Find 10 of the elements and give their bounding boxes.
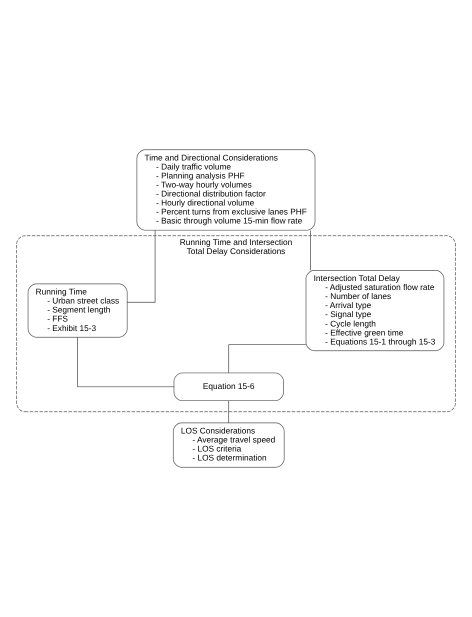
- connector: [228, 344, 306, 374]
- connector: [77, 337, 174, 388]
- connector: [126, 230, 156, 303]
- node-box: LOS Considerations - Average travel speed - LOS criteria - LOS determination: [172, 422, 285, 468]
- connector: [228, 400, 230, 424]
- node-box: Intersection Total Delay - Adjusted saturation flow rate - Number of lanes - Arrival type - Signal type - Cycle length - Effective green time - Equations 15-1 through 15-3: [306, 270, 444, 352]
- connector: [310, 230, 311, 271]
- node-box: Time and Directional Considerations - Daily traffic volume - Planning analysis PHF - Two-way hourly volumes - Directional distribution factor - Hourly directional volume - Percent turns from exclusive lanes PHF - Basic through volume 15-min flow rate: [136, 149, 316, 231]
- node-box: Running Time - Urban street class - Segment length - FFS - Exhibit 15-3: [28, 284, 128, 338]
- node-box: Equation 15-6: [174, 372, 284, 402]
